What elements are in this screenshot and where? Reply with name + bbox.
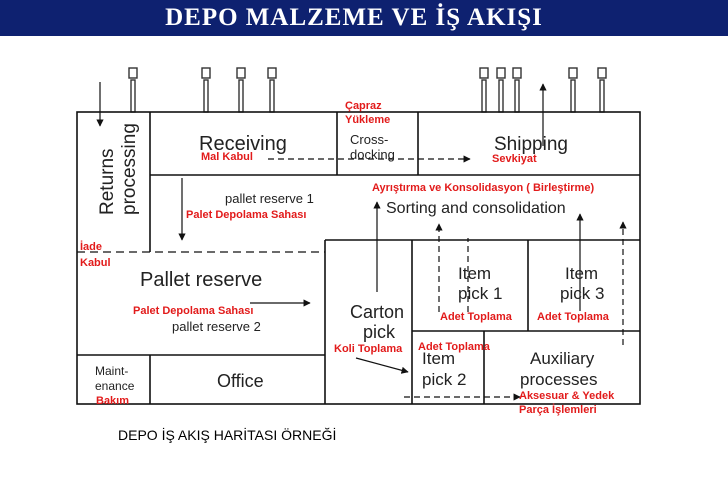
dock-door xyxy=(201,67,211,113)
dock-door xyxy=(128,67,138,113)
cross-docking-label-2: docking xyxy=(350,147,395,162)
maintenance-label-2: enance xyxy=(95,379,135,393)
auxiliary-label-2: processes xyxy=(520,370,597,389)
dock-door xyxy=(597,67,607,113)
receiving-label: Receiving xyxy=(199,133,287,155)
bakim-label: Bakım xyxy=(96,395,130,407)
item-pick-3-label-1: Item xyxy=(565,264,598,283)
flow-arrows xyxy=(96,82,584,374)
item-pick-2-label-1: Item xyxy=(422,349,455,368)
dock-door xyxy=(496,67,506,113)
auxiliary-label-1: Auxiliary xyxy=(530,349,595,368)
office-label: Office xyxy=(217,371,264,391)
iade-label: İade xyxy=(80,241,103,253)
koli-toplama-label: Koli Toplama xyxy=(334,343,403,355)
building-outline xyxy=(76,111,641,405)
shipping-label: Shipping xyxy=(494,134,568,155)
sevkiyat-label: Sevkiyat xyxy=(492,153,537,165)
returns-label-1: Returns xyxy=(97,148,118,215)
adet-toplama-3-label: Adet Toplama xyxy=(537,311,609,323)
dock-door xyxy=(479,67,489,113)
title-bar xyxy=(0,0,728,36)
item-pick-1-label-1: Item xyxy=(458,264,491,283)
cross-docking-label-1: Cross- xyxy=(350,132,388,147)
aksesuar-label: Aksesuar & Yedek xyxy=(519,390,615,402)
yukleme-label: Yükleme xyxy=(345,114,391,126)
capraz-label: Çapraz xyxy=(345,100,382,112)
page-title: DEPO MALZEME VE İŞ AKIŞI xyxy=(165,4,543,31)
returns-label-2: processing xyxy=(119,123,140,215)
adet-toplama-2-label: Adet Toplama xyxy=(418,341,490,353)
item-pick-1-label-2: pick 1 xyxy=(458,284,502,303)
dock-door xyxy=(236,67,246,113)
dock-door xyxy=(512,67,522,113)
pallet-reserve-2-label: pallet reserve 2 xyxy=(172,319,261,334)
maintenance-label-1: Maint- xyxy=(95,364,128,378)
item-pick-2-label-2: pick 2 xyxy=(422,370,466,389)
carton-pick-label-2: pick xyxy=(363,322,396,342)
kabul-label: Kabul xyxy=(80,257,111,269)
walls xyxy=(76,111,641,405)
arrow-carton-to-pick2 xyxy=(355,357,409,374)
area-labels: Returns processing Receiving Cross- dock… xyxy=(95,123,604,393)
parca-label: Parça İşlemleri xyxy=(519,404,597,416)
dock-door xyxy=(568,67,578,113)
sorting-label: Sorting and consolidation xyxy=(386,200,566,217)
ayristirma-label: Ayrıştırma ve Konsolidasyon ( Birleştirm… xyxy=(372,182,595,194)
dock-door xyxy=(267,67,277,113)
pallet-reserve-label: Pallet reserve xyxy=(140,269,262,291)
mal-kabul-label: Mal Kabul xyxy=(201,151,253,163)
carton-pick-label-1: Carton xyxy=(350,302,404,322)
palet-depolama-2-label: Palet Depolama Sahası xyxy=(133,305,254,317)
adet-toplama-1-label: Adet Toplama xyxy=(440,311,512,323)
diagram-caption: DEPO İŞ AKIŞ HARİTASI ÖRNEĞİ xyxy=(118,427,337,443)
palet-depolama-1-label: Palet Depolama Sahası xyxy=(186,209,307,221)
pallet-reserve-1-label: pallet reserve 1 xyxy=(225,191,314,206)
item-pick-3-label-2: pick 3 xyxy=(560,284,604,303)
dashed-flow-arrows xyxy=(268,155,627,401)
